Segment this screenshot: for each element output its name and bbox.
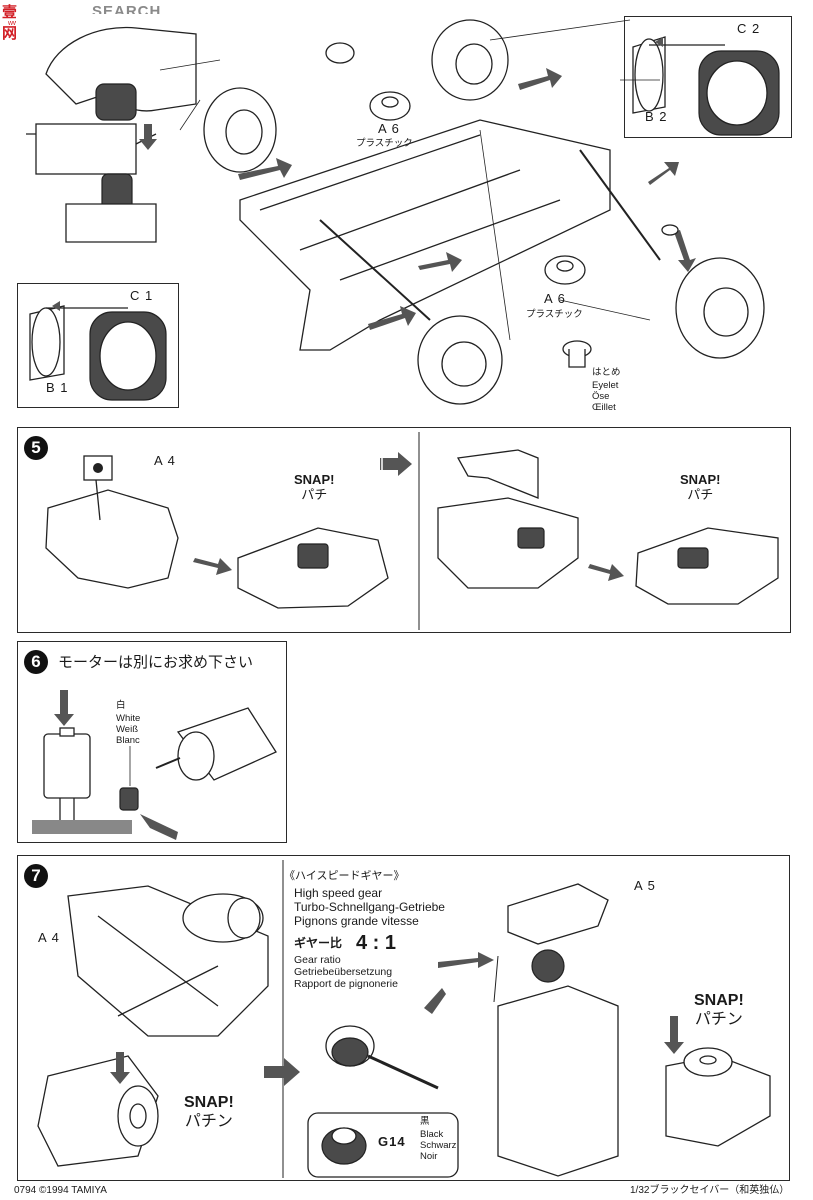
step6-panel: 6 モーターは別にお求め下さい 白 White Weiß Blanc bbox=[17, 641, 287, 843]
snap-left: SNAP! パチン bbox=[184, 1093, 234, 1131]
label-plastic-top: プラスチック bbox=[356, 138, 413, 149]
snap-label-1-jp: パチ bbox=[301, 487, 328, 502]
label-white-jp: 白 bbox=[116, 700, 126, 711]
label-a4-step5: A 4 bbox=[154, 453, 176, 468]
label-white-en: White bbox=[116, 713, 141, 724]
step7-illustrations bbox=[37, 860, 771, 1178]
g14-color-de: Schwarz bbox=[420, 1140, 457, 1151]
footer-left: 0794 ©1994 TAMIYA bbox=[14, 1185, 107, 1196]
label-eyelet-de: Öse bbox=[592, 391, 610, 402]
label-white-de: Weiß bbox=[116, 724, 138, 735]
inset-c2-b2: C 2 B 2 bbox=[624, 16, 792, 138]
inset-c1-b1: C 1 B 1 bbox=[17, 283, 179, 408]
g14-color-jp: 黒 bbox=[420, 1116, 430, 1127]
label-a6-top: A 6 bbox=[378, 121, 400, 136]
g14-color-fr: Noir bbox=[420, 1151, 438, 1162]
snap-left-jp: パチン bbox=[184, 1113, 233, 1130]
step5-illustrations bbox=[45, 432, 779, 630]
g14-color-en: Black bbox=[420, 1129, 444, 1140]
hs-de: Turbo-Schnellgang-Getriebe bbox=[294, 900, 445, 914]
snap-right: SNAP! パチン bbox=[694, 991, 744, 1029]
step5-number: 5 bbox=[24, 436, 48, 460]
chassis-exploded-illustration bbox=[159, 19, 696, 405]
label-plastic-bottom: プラスチック bbox=[526, 309, 583, 320]
ratio-en: Gear ratio bbox=[294, 954, 341, 966]
hs-title-jp: 《ハイスピードギヤー》 bbox=[284, 870, 405, 882]
label-a4-step7: A 4 bbox=[38, 930, 60, 945]
label-c1: C 1 bbox=[130, 288, 154, 303]
hand-press-illustration bbox=[26, 26, 197, 243]
step5-panel: 5 A 4 SNAP! パチ SNAP! パチ bbox=[17, 427, 791, 633]
label-b1: B 1 bbox=[46, 380, 69, 395]
ratio-jp: ギヤー比 bbox=[294, 936, 343, 950]
label-white-fr: Blanc bbox=[116, 735, 140, 746]
snap-right-en: SNAP! bbox=[694, 992, 744, 1009]
step6-number: 6 bbox=[24, 650, 48, 674]
label-b2: B 2 bbox=[645, 109, 668, 124]
snap-label-2: SNAP! パチ bbox=[680, 472, 720, 502]
tire-c1-wheel-b1-illustration bbox=[29, 301, 167, 401]
inset-hand-press bbox=[16, 14, 203, 243]
label-a6-bottom: A 6 bbox=[544, 291, 566, 306]
step7-number: 7 bbox=[24, 864, 48, 888]
rear-right-wheel-illustration bbox=[661, 224, 765, 359]
step6-title: モーターは別にお求め下さい bbox=[58, 654, 254, 671]
label-a5: A 5 bbox=[634, 878, 656, 893]
step7-panel: 7 A 4 A 5 《ハイスピードギヤー》 High speed gear Tu… bbox=[17, 855, 790, 1181]
ratio-fr: Rapport de pignonerie bbox=[294, 978, 398, 990]
label-eyelet-en: Eyelet bbox=[592, 380, 619, 391]
hs-fr: Pignons grande vitesse bbox=[294, 914, 419, 928]
label-eyelet-fr: Œillet bbox=[592, 402, 616, 413]
snap-left-en: SNAP! bbox=[184, 1094, 234, 1111]
label-c2: C 2 bbox=[737, 21, 761, 36]
eyelet-illustration bbox=[562, 340, 592, 368]
label-eyelet-jp: はとめ bbox=[592, 367, 621, 378]
step6-motor-illustration bbox=[32, 690, 277, 840]
footer-right: 1/32ブラックセイバー（和英独仏） bbox=[630, 1185, 790, 1196]
label-g14: G14 bbox=[378, 1134, 406, 1149]
ratio-de: Getriebeübersetzung bbox=[294, 966, 393, 978]
logo-glyphs: 壹 网 bbox=[2, 4, 19, 42]
snap-label-1-en: SNAP! bbox=[294, 472, 335, 487]
ratio-value: 4 : 1 bbox=[356, 932, 397, 954]
snap-label-2-jp: パチ bbox=[687, 487, 714, 502]
tire-c2-wheel-b2-illustration bbox=[632, 36, 780, 136]
snap-right-jp: パチン bbox=[694, 1011, 743, 1028]
snap-label-2-en: SNAP! bbox=[680, 472, 721, 487]
hs-en: High speed gear bbox=[294, 886, 383, 900]
snap-label-1: SNAP! パチ bbox=[294, 472, 334, 502]
